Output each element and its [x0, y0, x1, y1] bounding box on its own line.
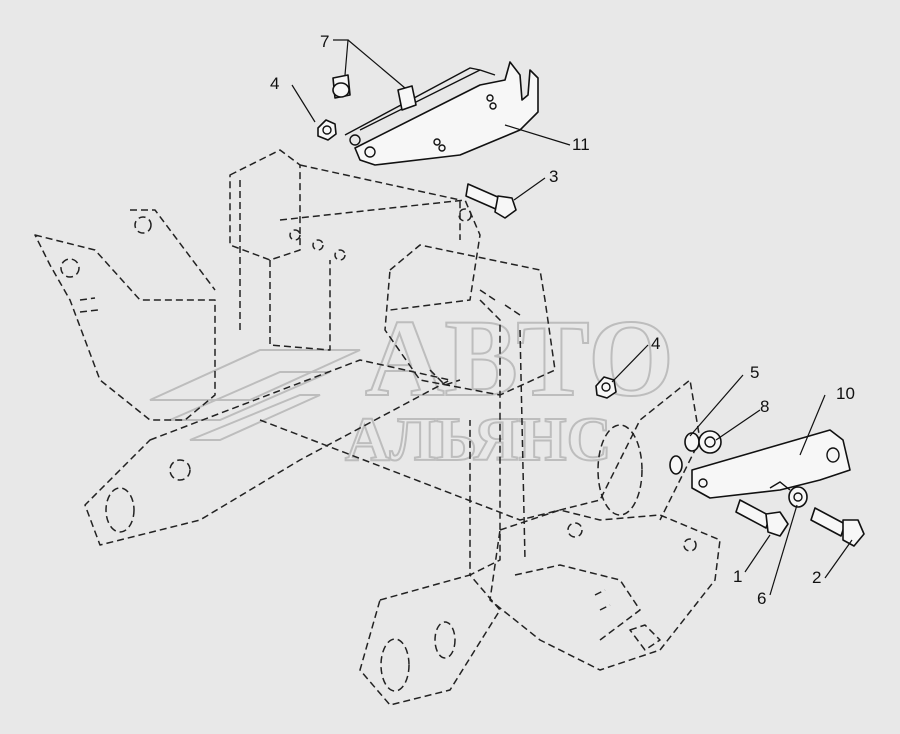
nut-4-upper [317, 119, 337, 141]
watermark-line1: АВТО [365, 297, 674, 419]
callout-5: 5 [750, 363, 759, 382]
bolt-3 [465, 183, 501, 211]
callout-labels: 7 4 11 3 4 5 8 10 1 6 2 [270, 32, 855, 608]
callout-4-upper: 4 [270, 74, 279, 93]
callout-6: 6 [757, 589, 766, 608]
callout-2: 2 [812, 568, 821, 587]
washer [669, 455, 683, 475]
callout-1: 1 [733, 567, 742, 586]
spacer-7b [397, 85, 417, 111]
leader-lines [291, 39, 853, 596]
washer-5 [684, 432, 700, 452]
upper-bracket-assembly [317, 61, 539, 219]
watermark-logo: АВТО АЛЬЯНС [149, 296, 675, 475]
bushing-8 [698, 430, 722, 454]
bracket-11 [354, 61, 539, 166]
callout-3: 3 [549, 167, 558, 186]
callout-4-lower: 4 [651, 334, 660, 353]
callout-8: 8 [760, 397, 769, 416]
washer-6 [788, 486, 808, 508]
bracket-10 [691, 429, 851, 499]
callout-7: 7 [320, 32, 329, 51]
callout-10: 10 [836, 384, 855, 403]
nut-4-lower [595, 376, 617, 399]
watermark-line2: АЛЬЯНС [345, 406, 611, 474]
chassis-phantom [34, 149, 721, 706]
callout-11: 11 [572, 135, 590, 154]
lower-bracket-assembly [595, 376, 865, 547]
bolt-1 [735, 499, 771, 529]
bolt-2 [810, 507, 846, 537]
